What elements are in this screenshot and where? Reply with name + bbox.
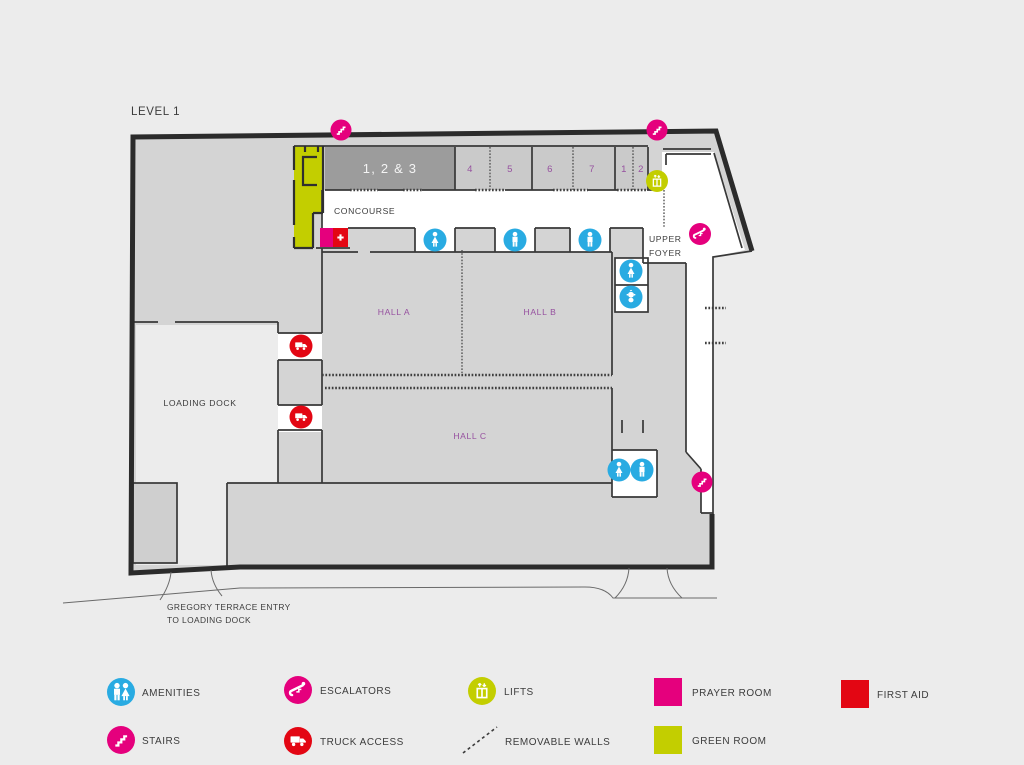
legend-item-amenities: AMENITIES [107,678,200,706]
stairs-icon [646,119,668,141]
legend-label: PRAYER ROOM [692,688,772,699]
lift-icon [468,677,496,705]
hall-c-label: HALL C [453,431,486,441]
parents-room-icon [619,285,643,309]
room-1-label: 1 [621,164,627,175]
legend-item-removable-walls: REMOVABLE WALLS [462,726,610,754]
page-title: LEVEL 1 [131,106,180,118]
legend-label: LIFTS [504,687,534,698]
hall-b-label: HALL B [524,307,557,317]
upper-foyer-label-2: FOYER [649,248,682,258]
legend-item-green-room: GREEN ROOM [654,726,766,754]
legend-label: STAIRS [142,736,180,747]
dock-platform [132,482,178,564]
prayer-room-swatch [654,678,682,706]
stairs-icon [691,471,713,493]
upper-foyer-area [643,228,686,263]
legend-label: FIRST AID [877,690,929,701]
legend-item-prayer-room: PRAYER ROOM [654,678,772,706]
hall-a-label: HALL A [378,307,410,317]
legend-item-first-aid: FIRST AID [841,680,929,708]
green-room-walls [292,146,325,250]
map-labels: 1, 2 & 3 4 5 6 7 1 2 CONCOURSE UPPER FOY… [163,161,681,625]
meeting-rooms-label: 1, 2 & 3 [363,161,417,176]
amenities-icon [578,228,602,252]
legend-item-lifts: LIFTS [468,677,534,705]
roads [62,567,717,604]
lift-icon [646,170,668,192]
prayer-room-block [320,228,333,247]
removable-walls-line [462,726,498,754]
gregory-terrace-label-2: TO LOADING DOCK [167,615,251,625]
green-room-swatch [654,726,682,754]
gregory-terrace-label-1: GREGORY TERRACE ENTRY [167,602,291,612]
outer-wall [128,128,755,576]
amenities-icon [423,228,447,252]
room-4-label: 4 [467,164,473,175]
outer-wall-thin [712,250,753,514]
stairs-icon [107,726,135,754]
side-corridor-area [686,257,713,513]
legend-label: AMENITIES [142,688,200,699]
loading-dock-label: LOADING DOCK [163,398,236,408]
room-2-label: 2 [638,164,644,175]
legend-label: TRUCK ACCESS [320,737,404,748]
green-room [294,146,323,248]
truck-access-icon [289,405,313,429]
amenities-icon [107,678,135,706]
truck-access-icon [289,334,313,358]
room-6-label: 6 [547,164,553,175]
legend-label: REMOVABLE WALLS [505,737,610,748]
map-icons [289,119,713,493]
amenities-icon [630,458,654,482]
escalator-icon [689,223,711,245]
interior-walls [133,145,743,567]
room-5-label: 5 [507,164,513,175]
legend-item-escalators: ESCALATORS [284,676,391,704]
escalator-icon [284,676,312,704]
legend: AMENITIES ESCALATORS LIFTS PRAYER ROOM F… [107,676,929,755]
amenities-icon [607,458,631,482]
legend-label: GREEN ROOM [692,736,766,747]
legend-item-stairs: STAIRS [107,726,180,754]
lower-block [227,483,280,567]
amenities-icon [503,228,527,252]
amenities-icon [619,259,643,283]
first-aid-swatch [841,680,869,708]
concourse-area [322,190,662,228]
truck-icon [284,727,312,755]
upper-foyer-label-1: UPPER [649,234,682,244]
concourse-label: CONCOURSE [334,206,395,216]
stairs-icon [330,119,352,141]
legend-label: ESCALATORS [320,686,391,697]
building [128,128,755,576]
meeting-rooms-123 [325,147,455,190]
dotted-partitions [461,147,665,373]
room-7-label: 7 [589,164,595,175]
legend-item-truck-access: TRUCK ACCESS [284,727,404,755]
